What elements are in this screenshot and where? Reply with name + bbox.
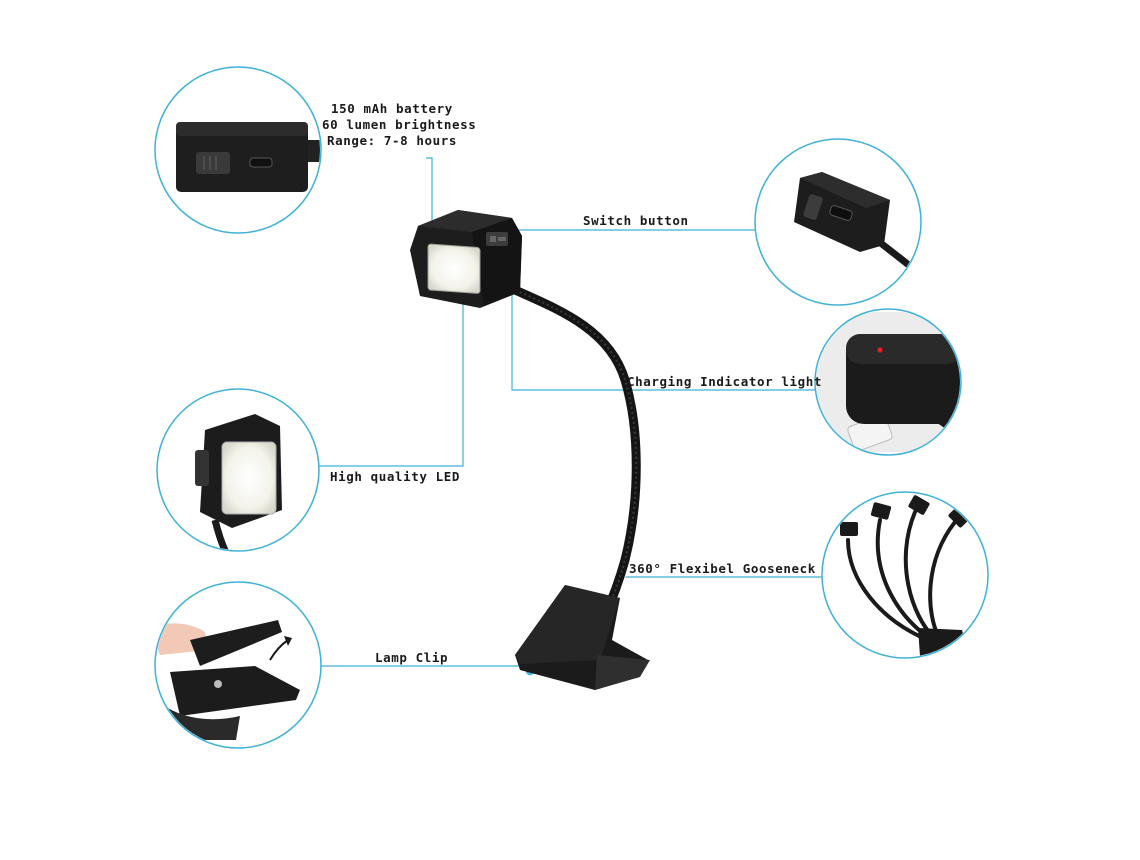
battery-label: 150 mAh battery 60 lumen brightness Rang… — [322, 101, 477, 149]
led-closeup-icon — [156, 388, 320, 552]
battery-leader-line — [426, 157, 433, 236]
charging-indicator-label: Charging Indicator light — [627, 374, 823, 389]
main-lamp — [410, 210, 650, 690]
switch-closeup-icon — [754, 138, 922, 306]
charging-indicator-closeup-icon — [814, 308, 962, 456]
battery-capacity-text: 150 mAh battery — [331, 101, 453, 116]
range-text: Range: 7-8 hours — [326, 133, 457, 148]
led-leader-line — [318, 290, 464, 467]
lamp-clip-label: Lamp Clip — [375, 650, 449, 665]
gooseneck-label: 360° Flexibel Gooseneck — [629, 561, 816, 576]
clip-closeup-icon — [154, 581, 322, 749]
battery-closeup-icon — [154, 66, 322, 234]
brightness-text: 60 lumen brightness — [322, 117, 477, 132]
high-quality-led-label: High quality LED — [330, 469, 461, 484]
red-indicator-light — [877, 347, 883, 353]
lamp-led — [427, 243, 481, 294]
gooseneck-angles-icon — [821, 491, 989, 659]
switch-button-label: Switch button — [583, 213, 689, 228]
gooseneck — [510, 285, 641, 620]
